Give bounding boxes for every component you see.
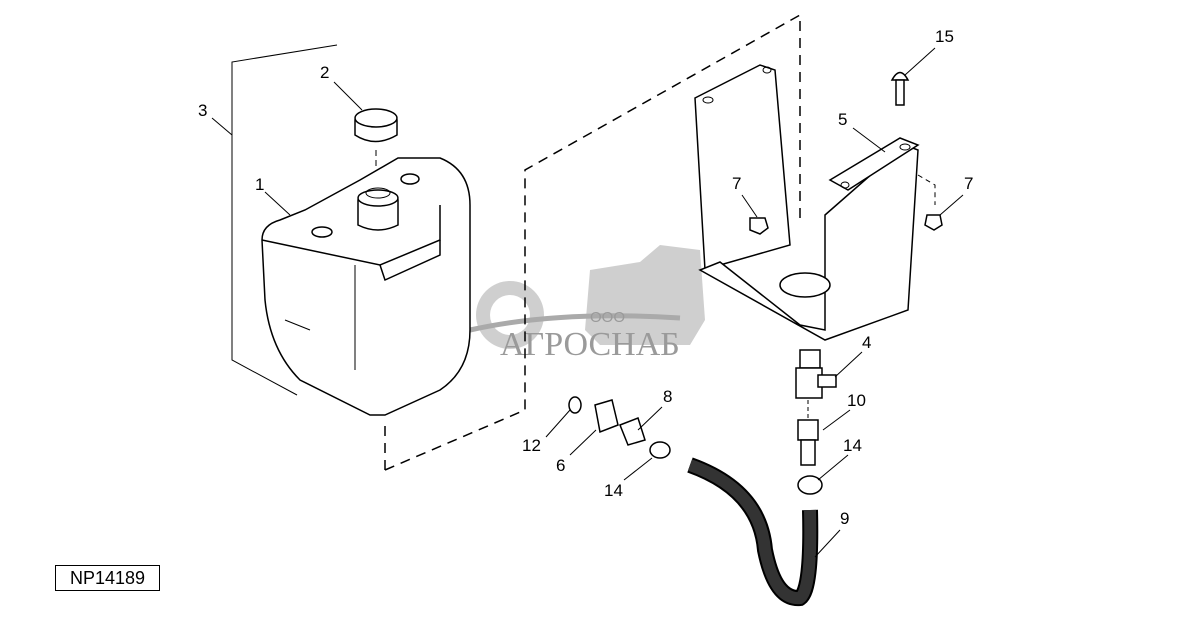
watermark-prefix: ООО xyxy=(590,309,625,326)
callout-6: 6 xyxy=(556,456,565,475)
callout-5: 5 xyxy=(838,110,847,129)
callout-9: 9 xyxy=(840,509,849,528)
figure-id-label: NP14189 xyxy=(55,565,160,591)
bracket-drawing xyxy=(694,64,920,341)
callout-15: 15 xyxy=(935,27,954,46)
watermark-name: АГРОСНАБ xyxy=(500,326,680,363)
nut-right-drawing xyxy=(924,214,943,231)
mounting-dashed-line xyxy=(384,13,801,471)
callout-7-right: 7 xyxy=(964,174,973,193)
hose-drawing xyxy=(687,457,819,606)
callout-8: 8 xyxy=(663,387,672,406)
fittings-right xyxy=(795,349,837,495)
tank-drawing xyxy=(261,157,471,416)
callout-3: 3 xyxy=(198,101,207,120)
callout-2: 2 xyxy=(320,63,329,82)
callout-14-right: 14 xyxy=(843,436,862,455)
callout-10: 10 xyxy=(847,391,866,410)
agrosnab-watermark: ООО АГРОСНАБ xyxy=(469,245,705,363)
callout-12: 12 xyxy=(522,436,541,455)
cap-drawing xyxy=(354,108,398,170)
nut-left-drawing xyxy=(749,217,769,235)
callout-4: 4 xyxy=(862,333,871,352)
bolt-drawing xyxy=(890,71,910,106)
callout-14-left: 14 xyxy=(604,481,623,500)
callout-7-left: 7 xyxy=(732,174,741,193)
leader-lines xyxy=(211,47,964,558)
assembly-bracket-line xyxy=(231,44,338,396)
callout-1: 1 xyxy=(255,175,264,194)
fittings-left xyxy=(568,396,671,459)
